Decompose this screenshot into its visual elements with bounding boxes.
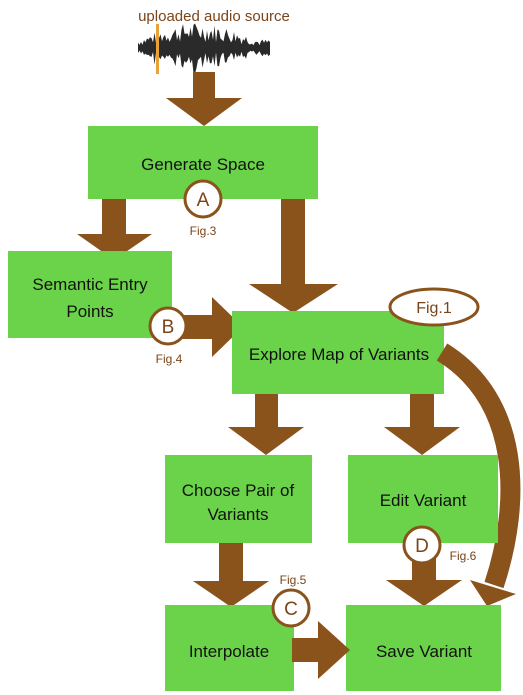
badge-b-fig: Fig.4 [156, 352, 183, 366]
arrow-explore-to-choose [228, 394, 304, 455]
node-explore-map: Explore Map of Variants [232, 311, 444, 394]
node-edit-variant: Edit Variant [348, 455, 498, 543]
badge-d-fig: Fig.6 [450, 549, 477, 563]
node-choose-pair-line2: Variants [207, 505, 268, 524]
arrow-explore-to-edit [384, 394, 460, 455]
node-interpolate-label: Interpolate [189, 642, 269, 661]
node-interpolate: Interpolate [165, 605, 294, 691]
badge-d-letter: D [415, 536, 429, 557]
arrow-edit-to-save [386, 558, 462, 606]
node-explore-map-label: Explore Map of Variants [249, 345, 429, 364]
badge-c-fig: Fig.5 [280, 573, 307, 587]
arrow-source-to-generate [166, 72, 242, 126]
audio-waveform-icon [138, 23, 270, 74]
playhead-marker [156, 24, 159, 74]
badge-fig1-label: Fig.1 [416, 300, 452, 317]
source-label: uploaded audio source [138, 8, 290, 25]
node-save-variant-label: Save Variant [376, 642, 472, 661]
node-generate-space-label: Generate Space [141, 155, 265, 174]
node-save-variant: Save Variant [346, 605, 501, 691]
arrow-choose-to-interpolate [193, 543, 269, 607]
node-semantic-entry-line2: Points [66, 302, 113, 321]
node-semantic-entry-line1: Semantic Entry [32, 275, 148, 294]
arrow-interpolate-to-save [292, 621, 350, 679]
badge-c-letter: C [284, 599, 298, 620]
badge-a-fig: Fig.3 [190, 224, 217, 238]
badge-a-letter: A [197, 190, 210, 211]
node-edit-variant-label: Edit Variant [380, 491, 467, 510]
arrow-generate-to-semantic [77, 199, 152, 260]
arrow-explore-to-save-curved [436, 343, 521, 606]
badge-a: A Fig.3 [183, 179, 223, 238]
node-semantic-entry-points: Semantic Entry Points [8, 251, 172, 338]
node-choose-pair-line1: Choose Pair of [182, 481, 295, 500]
badge-d: D Fig.6 [402, 525, 477, 565]
badge-b-letter: B [162, 317, 175, 338]
badge-c: C Fig.5 [271, 573, 311, 628]
badge-fig1: Fig.1 [388, 287, 480, 327]
badge-b: B Fig.4 [148, 306, 188, 366]
arrow-generate-to-explore [249, 199, 338, 313]
node-choose-pair: Choose Pair of Variants [165, 455, 312, 543]
